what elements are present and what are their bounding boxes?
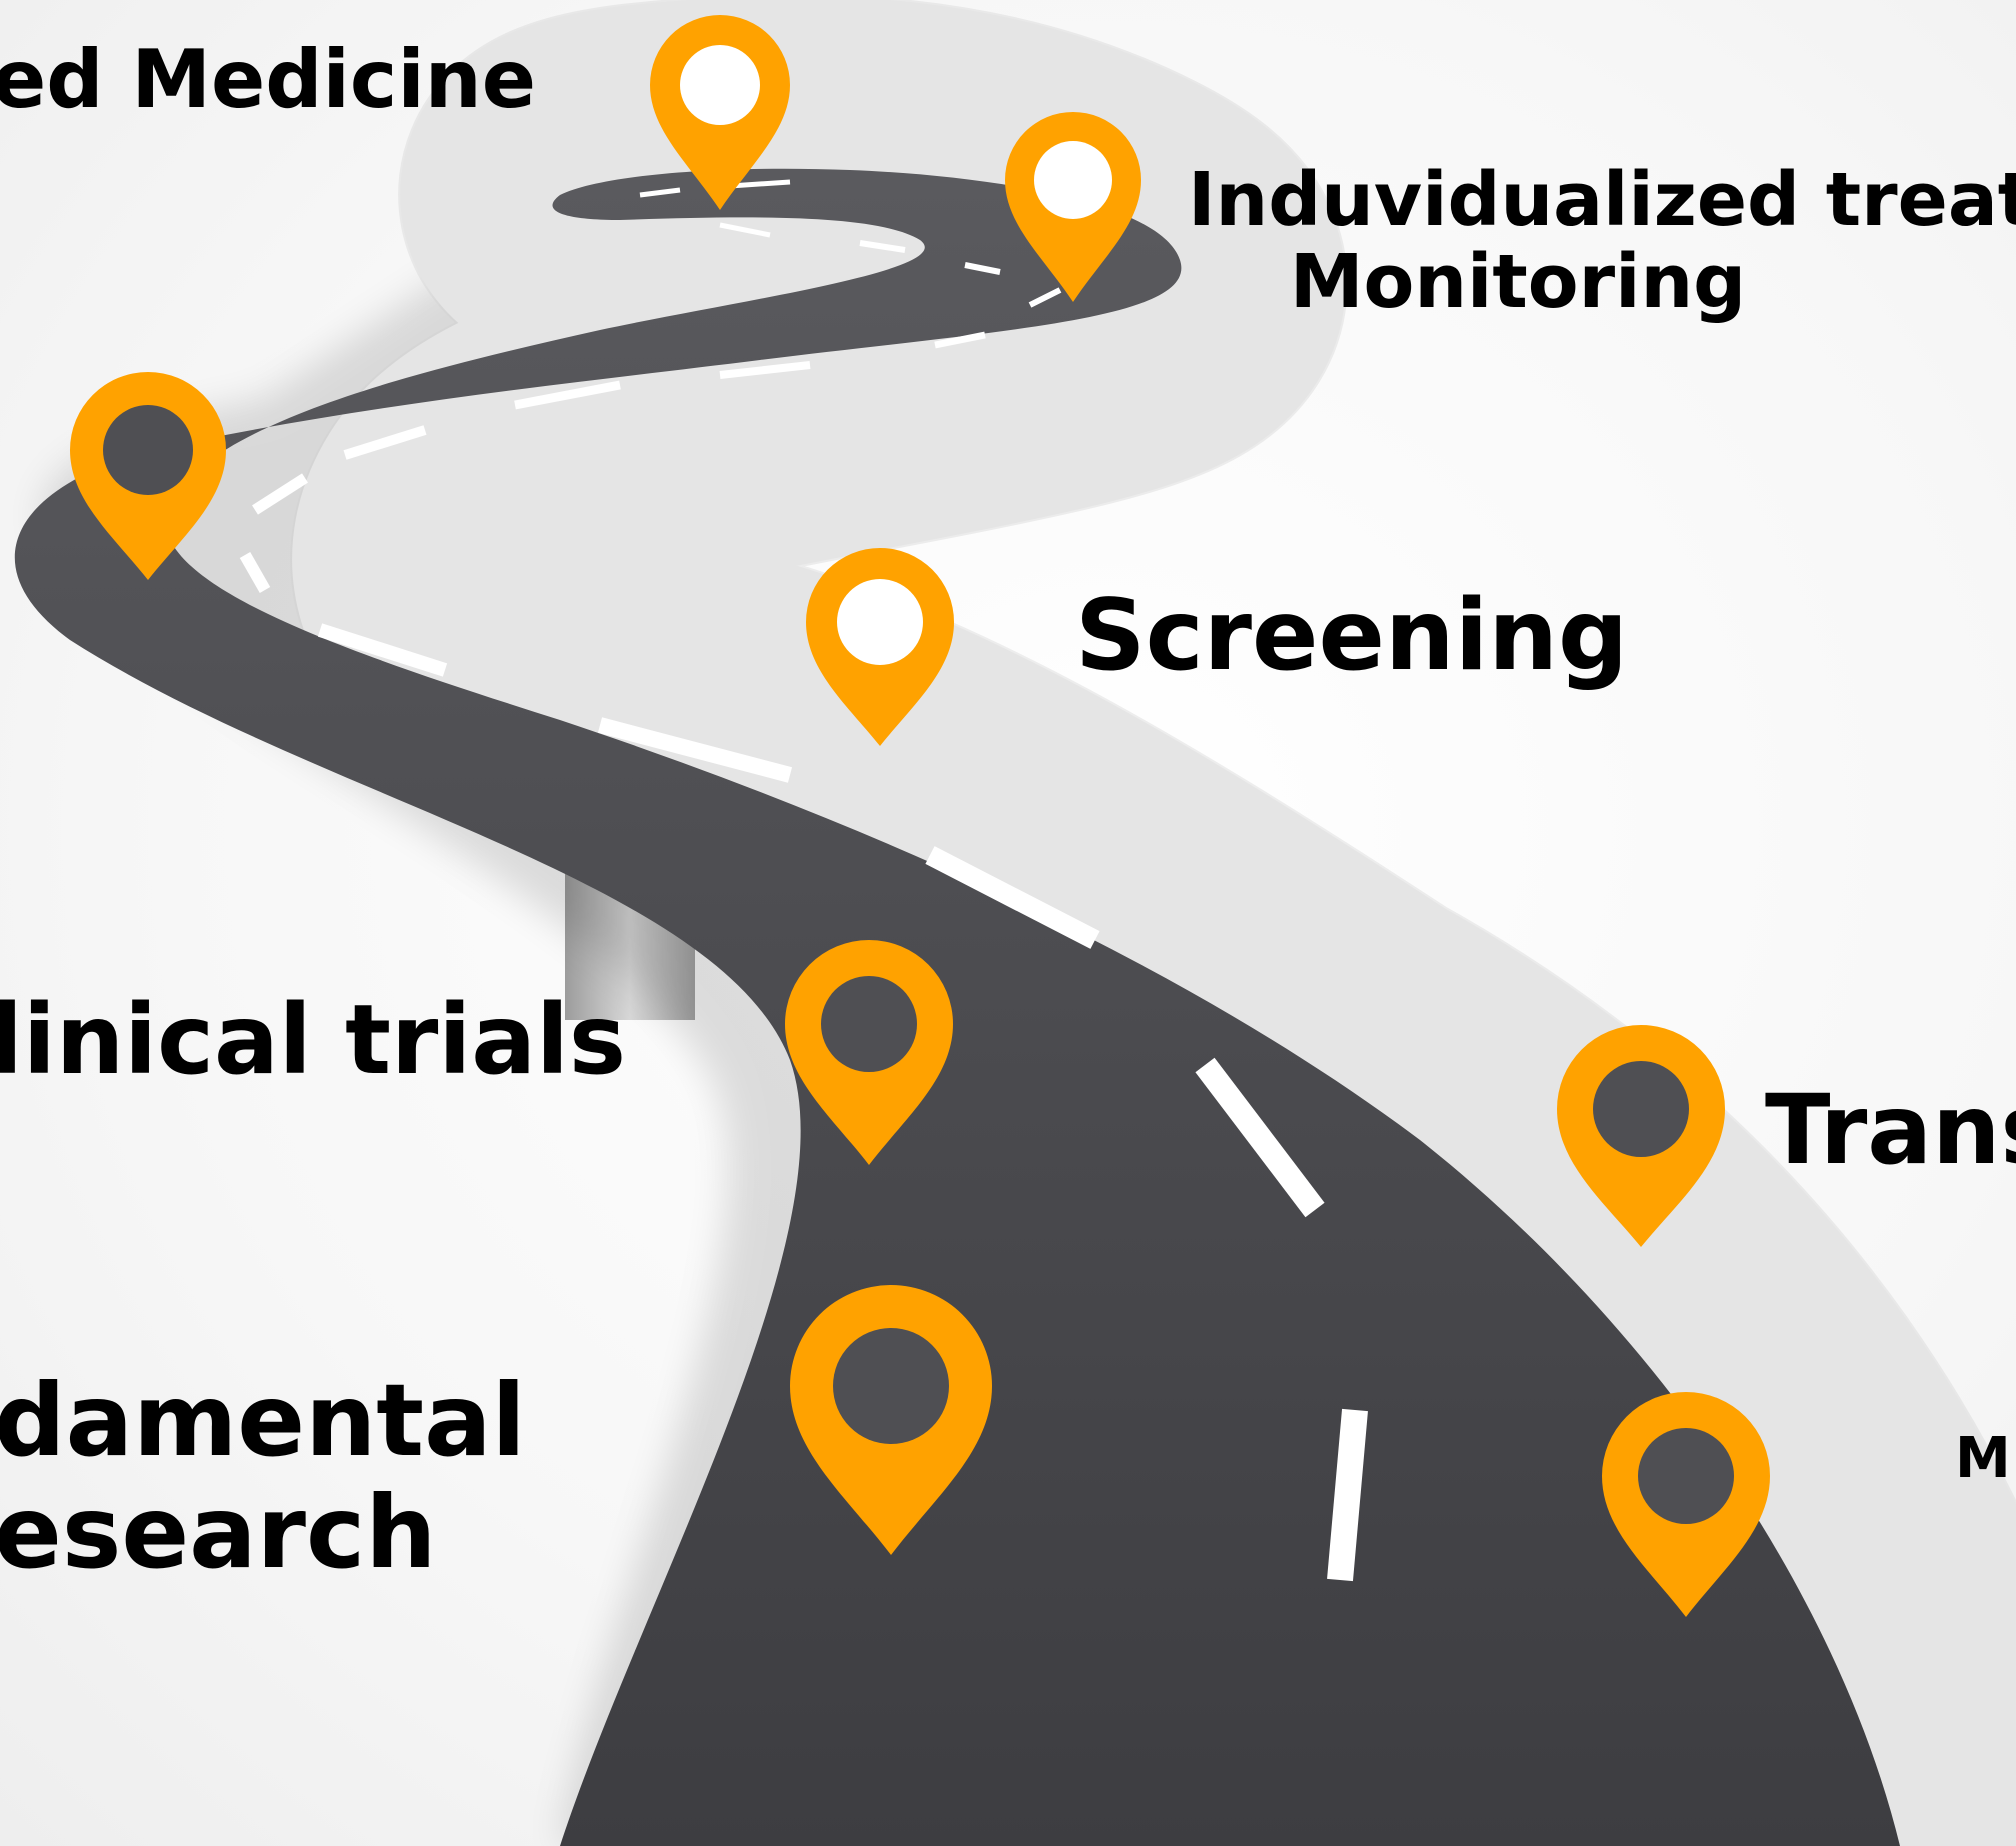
lane-dash xyxy=(239,552,271,593)
label-fundamental-research-line1: damental xyxy=(0,1362,526,1479)
label-clinical-trials: linical trials xyxy=(0,984,627,1096)
label-individualized-treatment: Induvidualized treatm Monitoring xyxy=(1188,157,2016,321)
lane-dash xyxy=(934,331,986,349)
lane-dash xyxy=(859,240,906,253)
label-individualized-treatment-line1: Induvidualized treatm xyxy=(1188,157,2016,243)
label-fundamental-research-line2: esearch xyxy=(0,1474,437,1591)
map-pin-icon xyxy=(1005,112,1141,302)
label-monitoring: Monitoring xyxy=(1289,238,1747,325)
label-personalized-medicine: ed Medicine xyxy=(0,33,536,126)
lane-dash xyxy=(719,222,771,238)
lane-dash xyxy=(252,473,308,515)
lane-dash xyxy=(343,425,427,460)
lane-dash xyxy=(1195,1057,1325,1218)
lane-dash xyxy=(317,623,448,677)
label-translational: Trans xyxy=(1765,1074,2016,1186)
label-screening: Screening xyxy=(1075,579,1629,693)
lane-dash xyxy=(1028,287,1062,308)
lane-dash xyxy=(964,262,1001,275)
lane-dash xyxy=(597,717,793,783)
lane-dash xyxy=(639,187,681,198)
map-pins xyxy=(70,15,1770,1617)
map-pin-icon xyxy=(806,548,954,746)
road-edge-outline xyxy=(290,0,2016,1846)
road-surface xyxy=(14,168,1900,1846)
lane-dash xyxy=(514,380,621,410)
lane-dash xyxy=(925,846,1100,949)
label-fundamental-research: damental esearch xyxy=(0,1365,526,1589)
map-pin-icon xyxy=(785,940,953,1165)
map-pin-icon xyxy=(650,15,790,210)
map-pin-icon xyxy=(1557,1025,1725,1247)
lane-dash xyxy=(1327,1408,1368,1582)
map-pin-icon xyxy=(70,372,226,580)
map-pin-icon xyxy=(1602,1392,1770,1617)
lane-dash xyxy=(719,361,811,379)
lane-dash xyxy=(729,179,791,189)
map-pin-icon xyxy=(790,1285,992,1555)
lane-markings xyxy=(239,179,1368,1582)
road-edge xyxy=(292,0,2016,1846)
label-partial-m: M xyxy=(1955,1426,2011,1491)
